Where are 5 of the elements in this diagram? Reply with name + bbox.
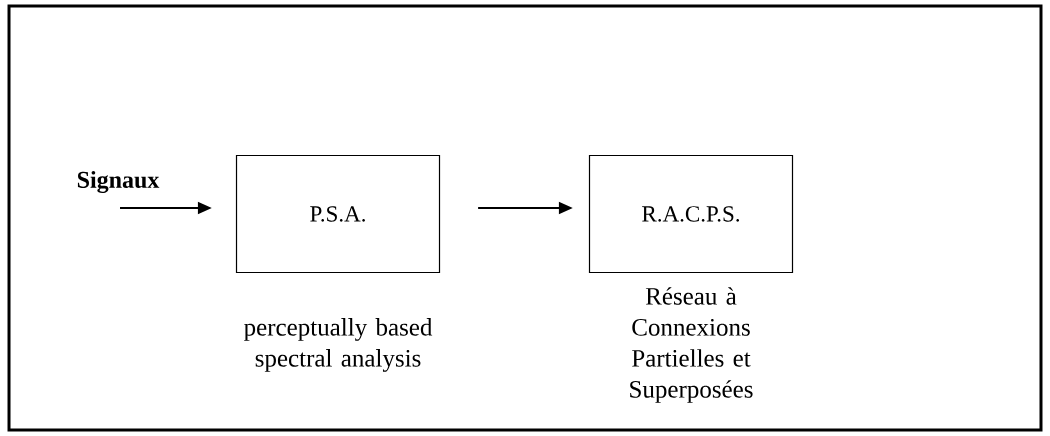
process-box: P.S.A. xyxy=(235,154,441,274)
process-box: R.A.C.P.S. xyxy=(588,154,794,274)
input-label: Signaux xyxy=(77,171,160,193)
node-label: Réseau à Connexions Partielles et Superposées xyxy=(630,287,753,403)
node-label: perceptually based spectral analysis xyxy=(244,318,433,372)
